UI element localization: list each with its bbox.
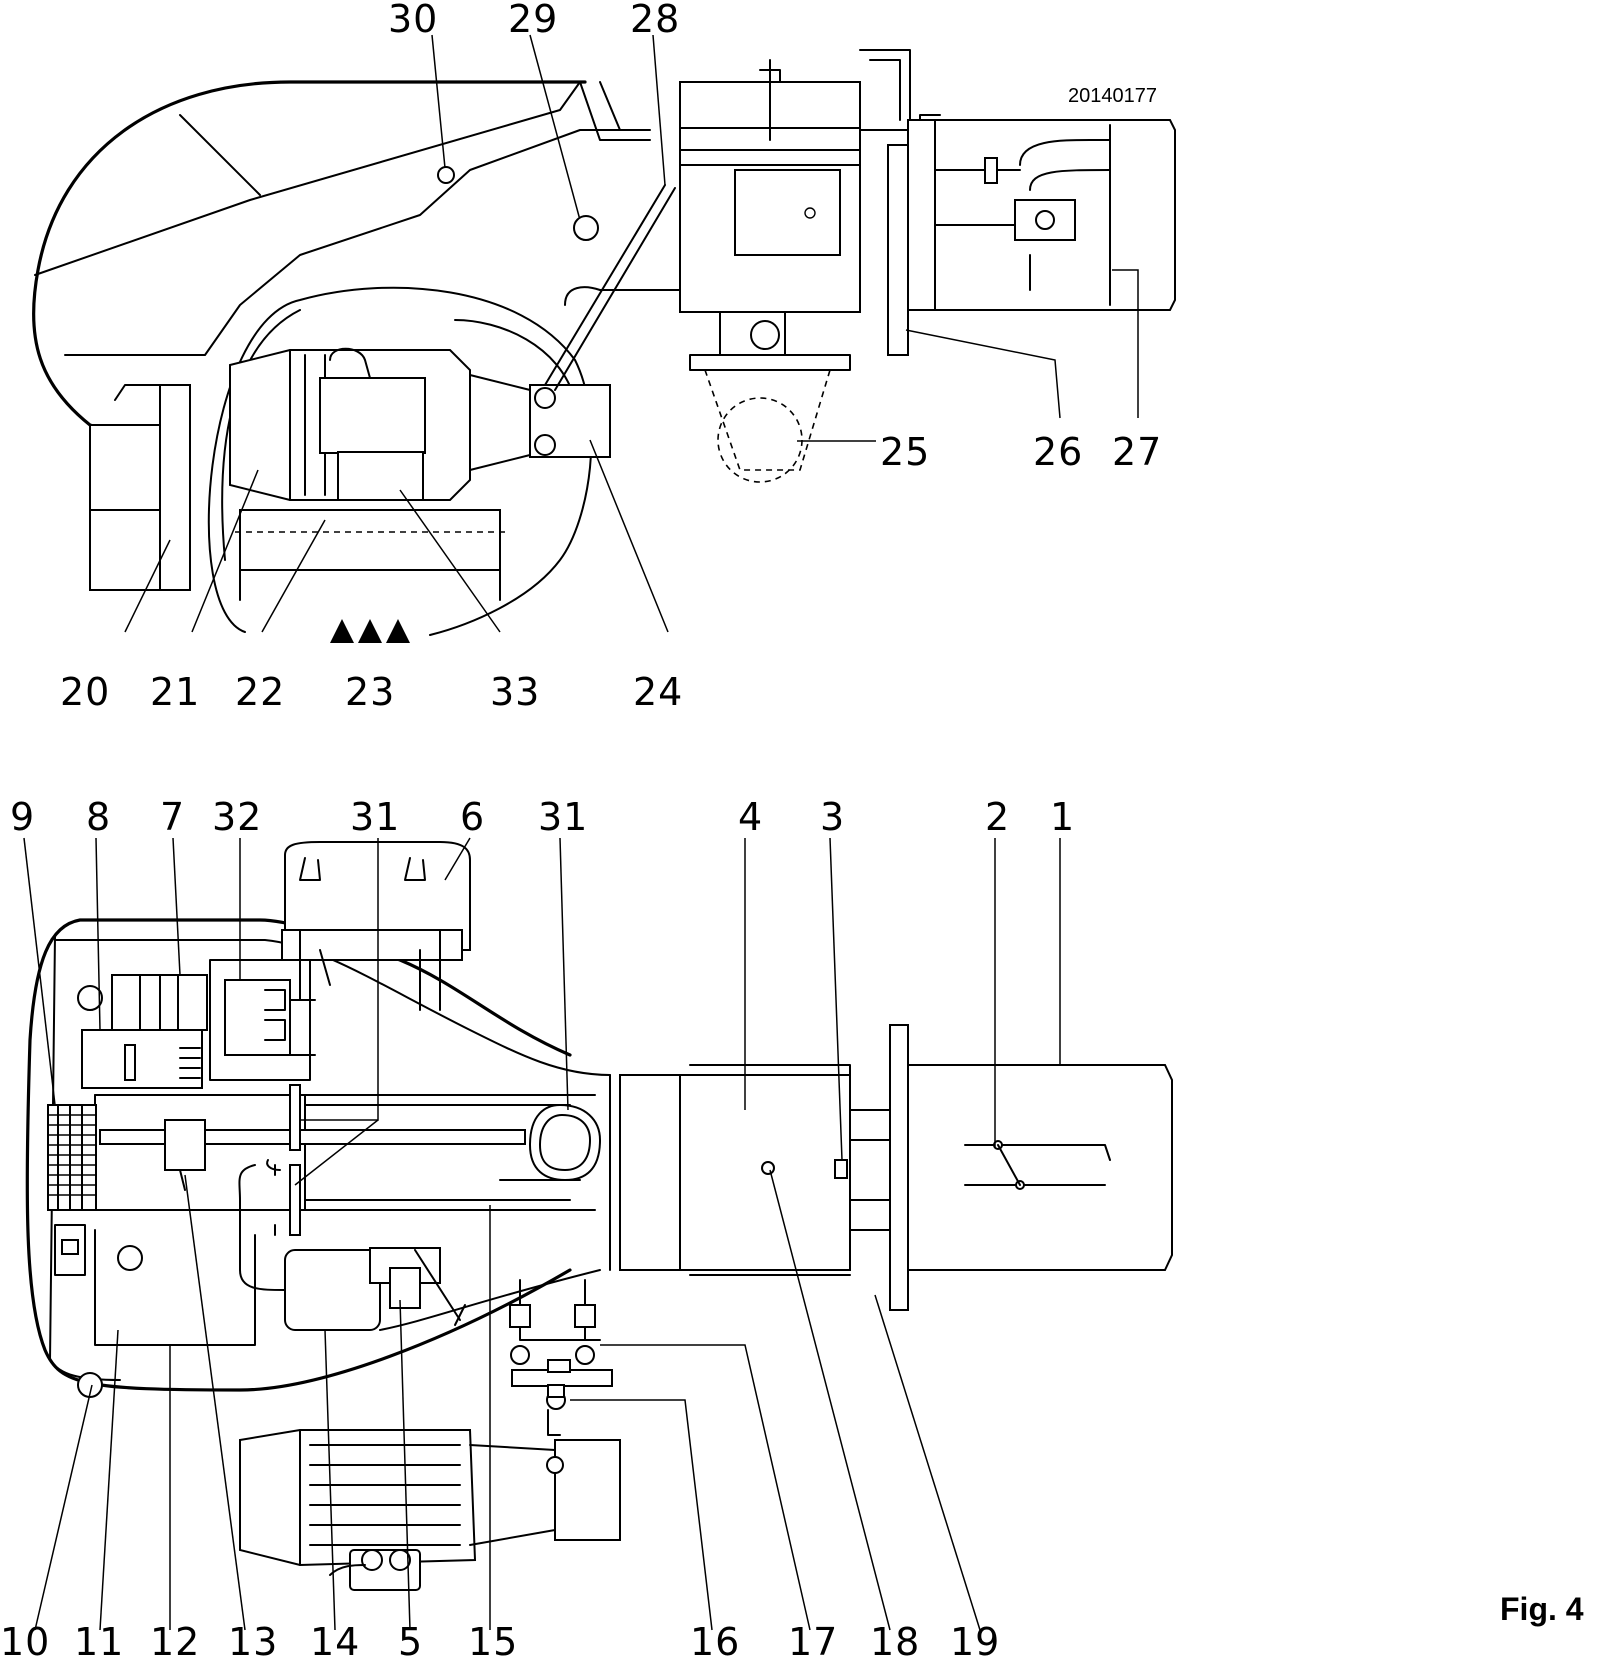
- bottom-leaders: [23, 837, 1061, 1631]
- callout-21: 21: [150, 670, 200, 714]
- callout-14: 14: [310, 1620, 360, 1661]
- callout-29: 29: [508, 0, 558, 41]
- air-damper-cutaway: [734, 169, 841, 256]
- nozzle-holder: [1014, 199, 1076, 241]
- air-flow-arrow: [386, 619, 410, 643]
- callout-28: 28: [630, 0, 680, 41]
- figure-label: Fig. 4: [1500, 1591, 1584, 1627]
- callout-30: 30: [388, 0, 438, 41]
- terminal-strip: [47, 1104, 97, 1211]
- callout-18: 18: [870, 1620, 920, 1661]
- callout-4: 4: [738, 795, 763, 839]
- callout-10: 10: [0, 1620, 50, 1661]
- bottom-bottom-row-labels: 10 11 12 13 14 5 15 16 17 18 19: [0, 1620, 1000, 1661]
- callout-11: 11: [74, 1620, 124, 1661]
- callout-2: 2: [985, 795, 1010, 839]
- top-side-view: [31, 49, 1176, 643]
- fan-housing: [207, 286, 593, 636]
- electrode-clamp: [164, 1119, 206, 1171]
- bottom-plan-view: [25, 841, 1173, 1591]
- head-coupling: [619, 1074, 681, 1271]
- air-flow-arrow: [330, 619, 354, 643]
- callout-19: 19: [950, 1620, 1000, 1661]
- callout-13: 13: [228, 1620, 278, 1661]
- callout-15: 15: [468, 1620, 518, 1661]
- callout-1: 1: [1050, 795, 1075, 839]
- top-labels: 30 29 28 25 26 27 20 21 22 23 33 24: [60, 0, 1162, 714]
- nozzle-loop: [528, 1103, 602, 1182]
- air-flow-arrow: [358, 619, 382, 643]
- callout-6: 6: [460, 795, 485, 839]
- pump-block: [554, 1439, 621, 1541]
- ignition-transformer: [224, 979, 291, 1056]
- callout-32: 32: [212, 795, 262, 839]
- callout-16: 16: [690, 1620, 740, 1661]
- callout-12: 12: [150, 1620, 200, 1661]
- callout-24: 24: [633, 670, 683, 714]
- pump-outline-dashed: [717, 397, 803, 483]
- callout-25: 25: [880, 430, 930, 474]
- plan-flange: [889, 1024, 909, 1311]
- mounting-flange: [887, 144, 909, 356]
- fitting: [574, 1304, 596, 1328]
- top-leaders: [124, 34, 1139, 633]
- housing-shell: [31, 80, 587, 430]
- callout-8: 8: [86, 795, 111, 839]
- callout-17: 17: [788, 1620, 838, 1661]
- callout-3: 3: [820, 795, 845, 839]
- callout-31-right: 31: [538, 795, 588, 839]
- fixing-screw: [77, 1372, 103, 1398]
- air-intake-cover: [89, 424, 161, 591]
- callout-9: 9: [10, 795, 35, 839]
- callout-23: 23: [345, 670, 395, 714]
- electrode-rod: [99, 1129, 526, 1145]
- oil-line-support: [289, 1084, 301, 1151]
- motor-capacitor: [319, 377, 426, 454]
- callout-7: 7: [160, 795, 185, 839]
- callout-22: 22: [235, 670, 285, 714]
- fitting: [509, 1304, 531, 1328]
- callout-31: 31: [350, 795, 400, 839]
- solenoid-valve: [284, 1249, 381, 1331]
- callout-26: 26: [1033, 430, 1083, 474]
- callout-5: 5: [398, 1620, 423, 1661]
- callout-27: 27: [1112, 430, 1162, 474]
- drawing-code: 20140177: [1068, 85, 1157, 107]
- plan-blast-tube: [907, 1064, 1173, 1271]
- fixing-screw: [77, 985, 103, 1011]
- housing-inner-curve: [34, 81, 581, 276]
- callout-20: 20: [60, 670, 110, 714]
- bottom-top-row-labels: 9 8 7 32 31 6 31 4 3 2 1: [10, 795, 1075, 839]
- callout-33: 33: [490, 670, 540, 714]
